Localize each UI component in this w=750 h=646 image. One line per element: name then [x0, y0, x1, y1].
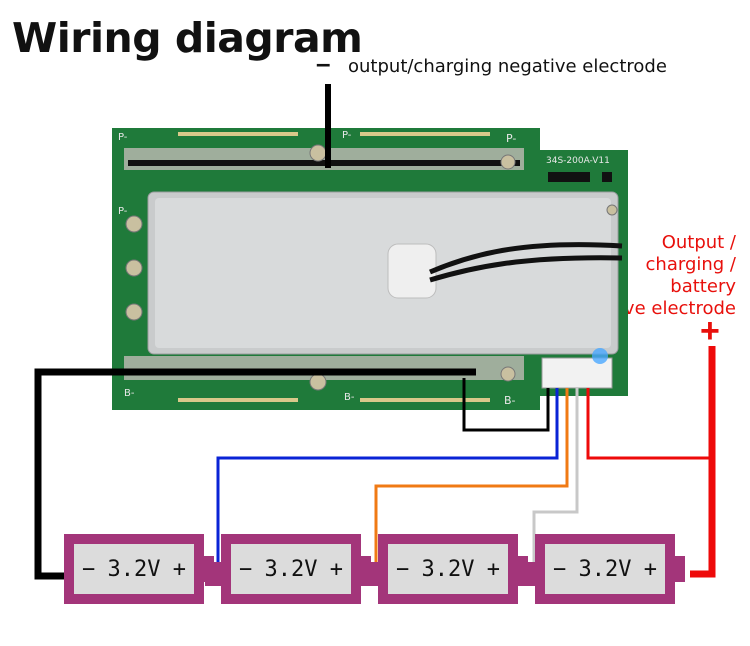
b-minus-wire — [34, 368, 476, 580]
battery-negative-terminal: − — [239, 556, 253, 582]
screw-hole — [125, 259, 143, 277]
bms-board — [112, 128, 628, 410]
battery-voltage: 3.2V — [421, 556, 475, 582]
battery-positive-terminal: + — [643, 556, 657, 582]
screw-hole — [125, 215, 143, 233]
positive-label-line: Output / — [661, 232, 736, 253]
pcb-model-label: 34S-200A-V11 — [546, 156, 610, 166]
battery-voltage: 3.2V — [578, 556, 632, 582]
positive-label-line: charging / — [645, 254, 736, 275]
battery-cell-4: − 3.2V + — [535, 534, 685, 604]
battery-cell-1: − 3.2V + — [64, 534, 214, 604]
balance-wire-orange — [374, 388, 569, 574]
screw-hole — [125, 303, 143, 321]
battery-voltage: 3.2V — [264, 556, 318, 582]
screw-hole — [606, 204, 618, 216]
negative-sign: – — [316, 48, 331, 78]
battery-negative-terminal: − — [396, 556, 410, 582]
heatsink-surface — [155, 198, 611, 348]
battery-positive-terminal: + — [329, 556, 343, 582]
top-busbar-marker — [128, 160, 520, 166]
positive-sign: + — [700, 312, 720, 350]
screw-hole — [309, 144, 327, 162]
battery-voltage: 3.2V — [107, 556, 161, 582]
battery-negative-terminal: − — [82, 556, 96, 582]
balance-wire-gray — [532, 388, 579, 574]
pin-header — [548, 172, 590, 182]
sensor-wire — [429, 242, 623, 275]
negative-electrode-label: output/charging negative electrode — [348, 56, 667, 77]
status-led — [592, 348, 608, 364]
balance-wire-blue — [216, 388, 559, 574]
battery-positive-terminal: + — [172, 556, 186, 582]
balance-wire-black — [462, 378, 550, 432]
thermal-fuse — [387, 243, 437, 299]
pcb-label-b-minus: B- — [124, 388, 135, 399]
pcb-label-p-minus: P- — [118, 206, 128, 217]
pin-header — [602, 172, 612, 182]
battery-cell-2: − 3.2V + — [221, 534, 371, 604]
solder-pad-row — [178, 132, 490, 402]
pcb-label-p-minus: P- — [342, 130, 352, 141]
battery-negative-terminal: − — [553, 556, 567, 582]
sensor-wire — [429, 255, 623, 283]
balance-wire-red — [586, 388, 712, 460]
screw-hole — [309, 373, 327, 391]
pcb-label-b-minus: B- — [344, 392, 355, 403]
diagram-title: Wiring diagram — [12, 14, 363, 62]
pcb-label-b-minus: B- — [504, 394, 516, 407]
screw-hole — [500, 366, 516, 382]
battery-cell-3: − 3.2V + — [378, 534, 528, 604]
pcb-label-p-minus: P- — [118, 132, 128, 143]
battery-positive-terminal: + — [486, 556, 500, 582]
screw-hole — [500, 154, 516, 170]
positive-main-wire — [690, 346, 716, 578]
pcb-label-p-minus: P- — [506, 132, 517, 145]
positive-label-line: battery — [670, 276, 736, 297]
